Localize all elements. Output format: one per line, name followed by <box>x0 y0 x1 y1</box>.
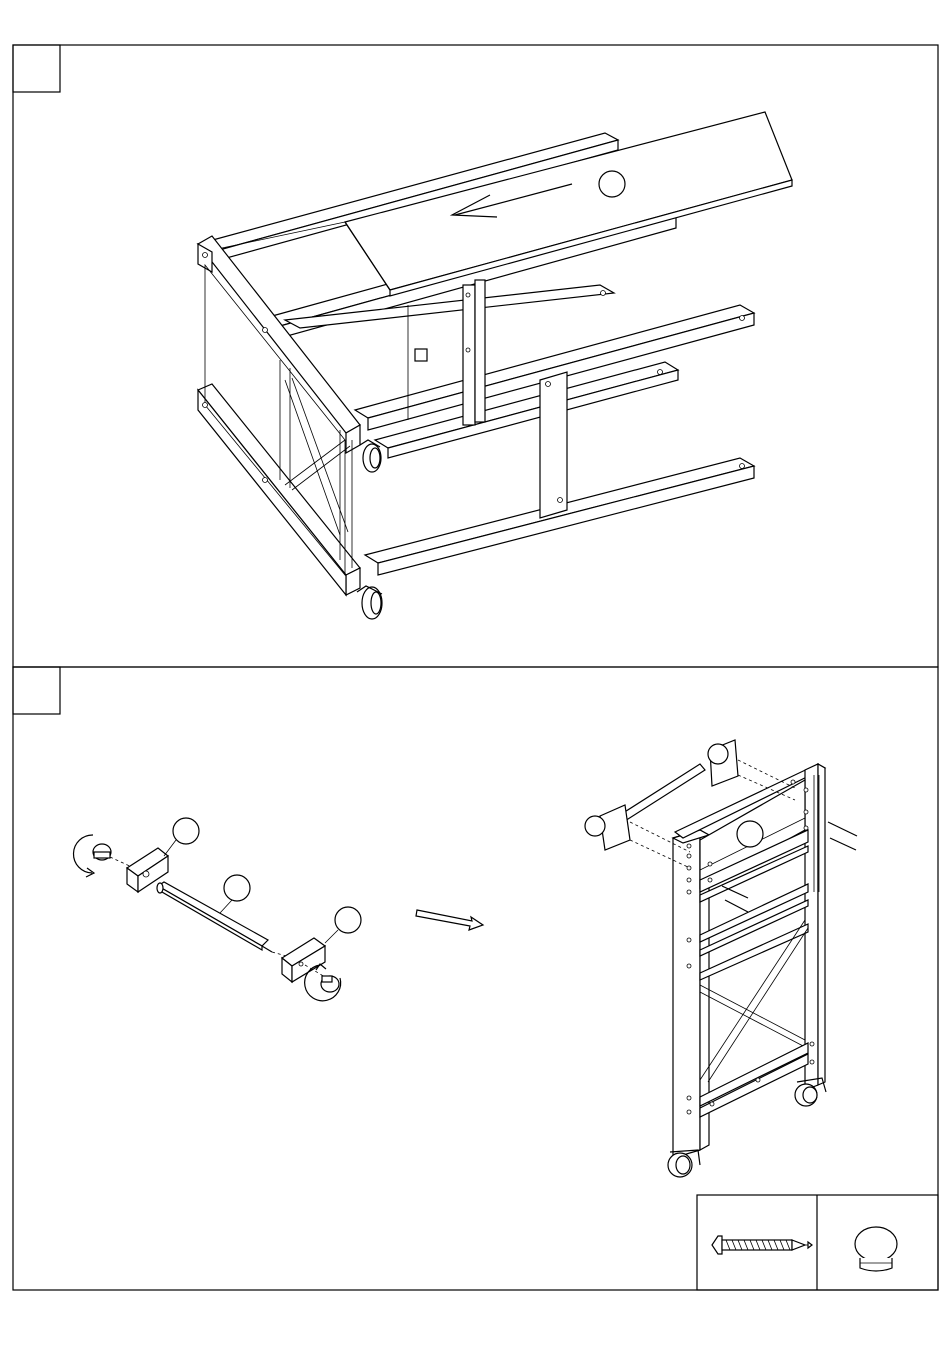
caster-wheel-a1 <box>360 440 381 472</box>
caster-wheel-a2 <box>357 586 382 619</box>
step-b-number-box <box>13 667 60 714</box>
next-step-arrow-icon <box>416 910 483 930</box>
screw-upper-right <box>828 822 857 850</box>
knob-right <box>321 976 339 992</box>
shelf-panel-callout <box>599 171 625 197</box>
knob-holder-left-callout <box>173 818 199 844</box>
knob-icon <box>855 1227 897 1271</box>
step-a-number-box <box>13 45 60 92</box>
towel-rod <box>157 882 272 952</box>
rotate-arrow-left-icon <box>73 835 93 873</box>
knob-left <box>93 844 111 860</box>
knob-holder-right-callout <box>335 907 361 933</box>
knob-holder-right <box>282 938 325 982</box>
step-b-frame <box>13 667 938 1290</box>
towel-rod-callout <box>224 875 250 901</box>
side-panel-callout <box>737 821 763 847</box>
screw-icon <box>712 1236 812 1254</box>
